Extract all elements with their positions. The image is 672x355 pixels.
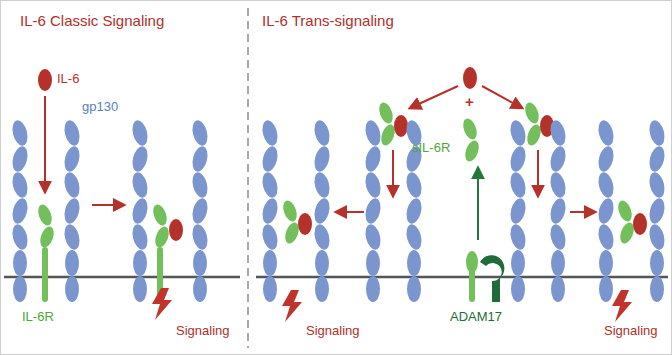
enzyme-label: ADAM17 — [450, 310, 502, 325]
signal-label: Signaling — [604, 324, 658, 339]
receptor-label: sIL-6R — [412, 141, 450, 156]
receptor-label: gp130 — [82, 100, 118, 115]
ligand-label: IL-6 — [57, 72, 79, 87]
receptor-label: IL-6R — [22, 310, 54, 325]
signal-label: Signaling — [306, 324, 360, 339]
plus-sign: + — [465, 93, 474, 110]
signal-label: Signaling — [176, 324, 230, 339]
panel-title: IL-6 Classic Signaling — [20, 12, 164, 29]
panel-title: IL-6 Trans-signaling — [262, 12, 394, 29]
